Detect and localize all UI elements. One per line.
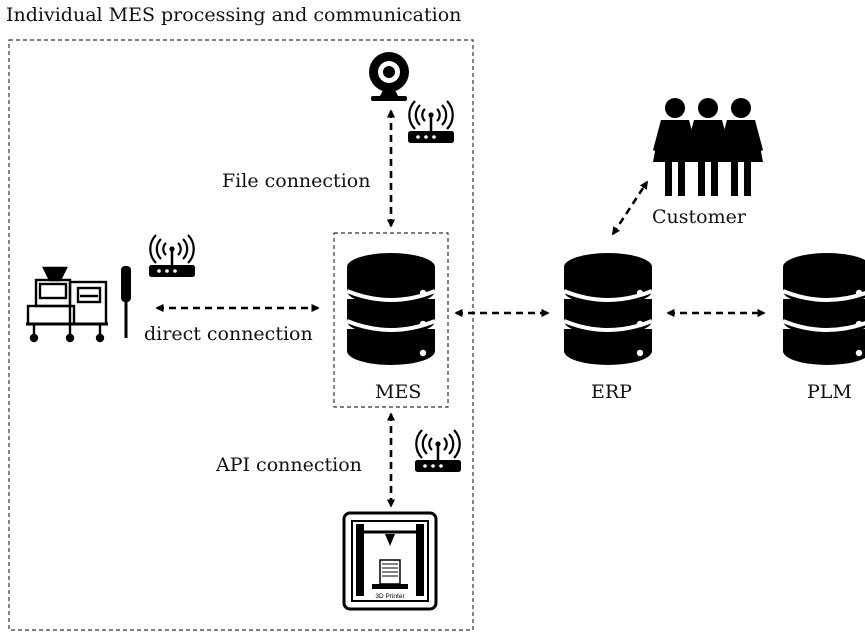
mes-label: MES xyxy=(375,381,422,403)
file-connection-label: File connection xyxy=(222,170,371,192)
router-icon xyxy=(413,428,463,474)
people-icon xyxy=(653,98,763,196)
diagram-title: Individual MES processing and communicat… xyxy=(6,4,462,26)
router-icon xyxy=(147,233,197,279)
screwdriver-icon xyxy=(121,266,131,338)
direct-connection-label: direct connection xyxy=(144,323,313,345)
customer-label: Customer xyxy=(652,206,746,228)
database-icon xyxy=(781,251,865,367)
plm-label: PLM xyxy=(807,381,852,403)
erp-label: ERP xyxy=(591,381,632,403)
erp-customer-arrow xyxy=(611,180,649,236)
webcam-icon xyxy=(369,52,409,101)
machine-icon xyxy=(26,266,108,343)
database-icon xyxy=(345,251,437,367)
printer-label: 3D Printer xyxy=(375,593,405,600)
mes-boundary xyxy=(8,39,474,631)
router-icon xyxy=(406,99,456,145)
api-connection-label: API connection xyxy=(216,454,362,476)
3d-printer-icon: 3D Printer xyxy=(342,511,438,611)
mes-box xyxy=(333,232,449,408)
database-icon xyxy=(562,251,654,367)
